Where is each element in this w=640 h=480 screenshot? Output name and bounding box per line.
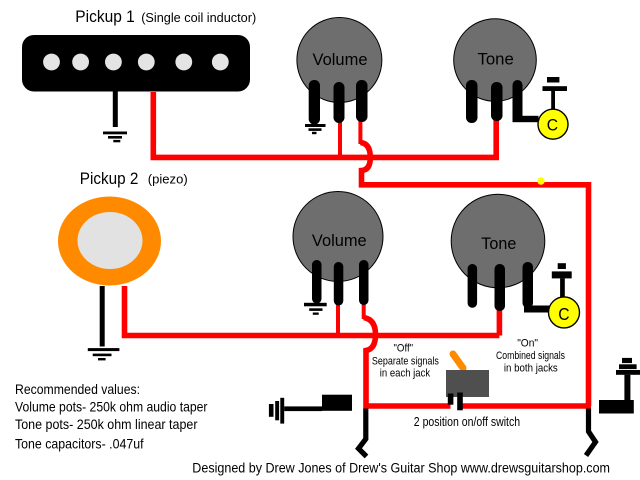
svg-text:in each jack: in each jack — [380, 368, 431, 380]
svg-text:2 position on/off switch: 2 position on/off switch — [414, 414, 520, 429]
svg-text:Tone pots- 250k ohm linear tap: Tone pots- 250k ohm linear taper — [15, 416, 198, 432]
svg-text:Combined signals: Combined signals — [496, 350, 565, 362]
svg-text:Volume: Volume — [312, 232, 367, 250]
svg-text:Recommended values:: Recommended values: — [15, 381, 140, 397]
svg-text:C: C — [558, 304, 570, 324]
svg-text:Designed by Drew Jones of Drew: Designed by Drew Jones of Drew's Guitar … — [192, 461, 610, 476]
svg-text:Tone capacitors- .047uf: Tone capacitors- .047uf — [15, 436, 144, 452]
svg-text:Tone: Tone — [481, 235, 516, 253]
svg-text:Separate signals: Separate signals — [372, 355, 439, 367]
svg-text:C: C — [547, 116, 558, 135]
svg-text:"Off": "Off" — [394, 343, 414, 355]
svg-text:Tone: Tone — [478, 51, 514, 69]
svg-text:(piezo): (piezo) — [148, 172, 188, 187]
svg-text:Pickup 2: Pickup 2 — [80, 169, 139, 188]
svg-text:Pickup 1: Pickup 1 — [75, 7, 135, 26]
svg-text:(Single coil inductor): (Single coil inductor) — [141, 10, 256, 25]
svg-text:Volume: Volume — [313, 51, 368, 69]
svg-text:"On": "On" — [517, 337, 538, 349]
svg-text:in both jacks: in both jacks — [504, 362, 558, 374]
svg-text:Volume pots- 250k ohm audio ta: Volume pots- 250k ohm audio taper — [15, 399, 208, 415]
